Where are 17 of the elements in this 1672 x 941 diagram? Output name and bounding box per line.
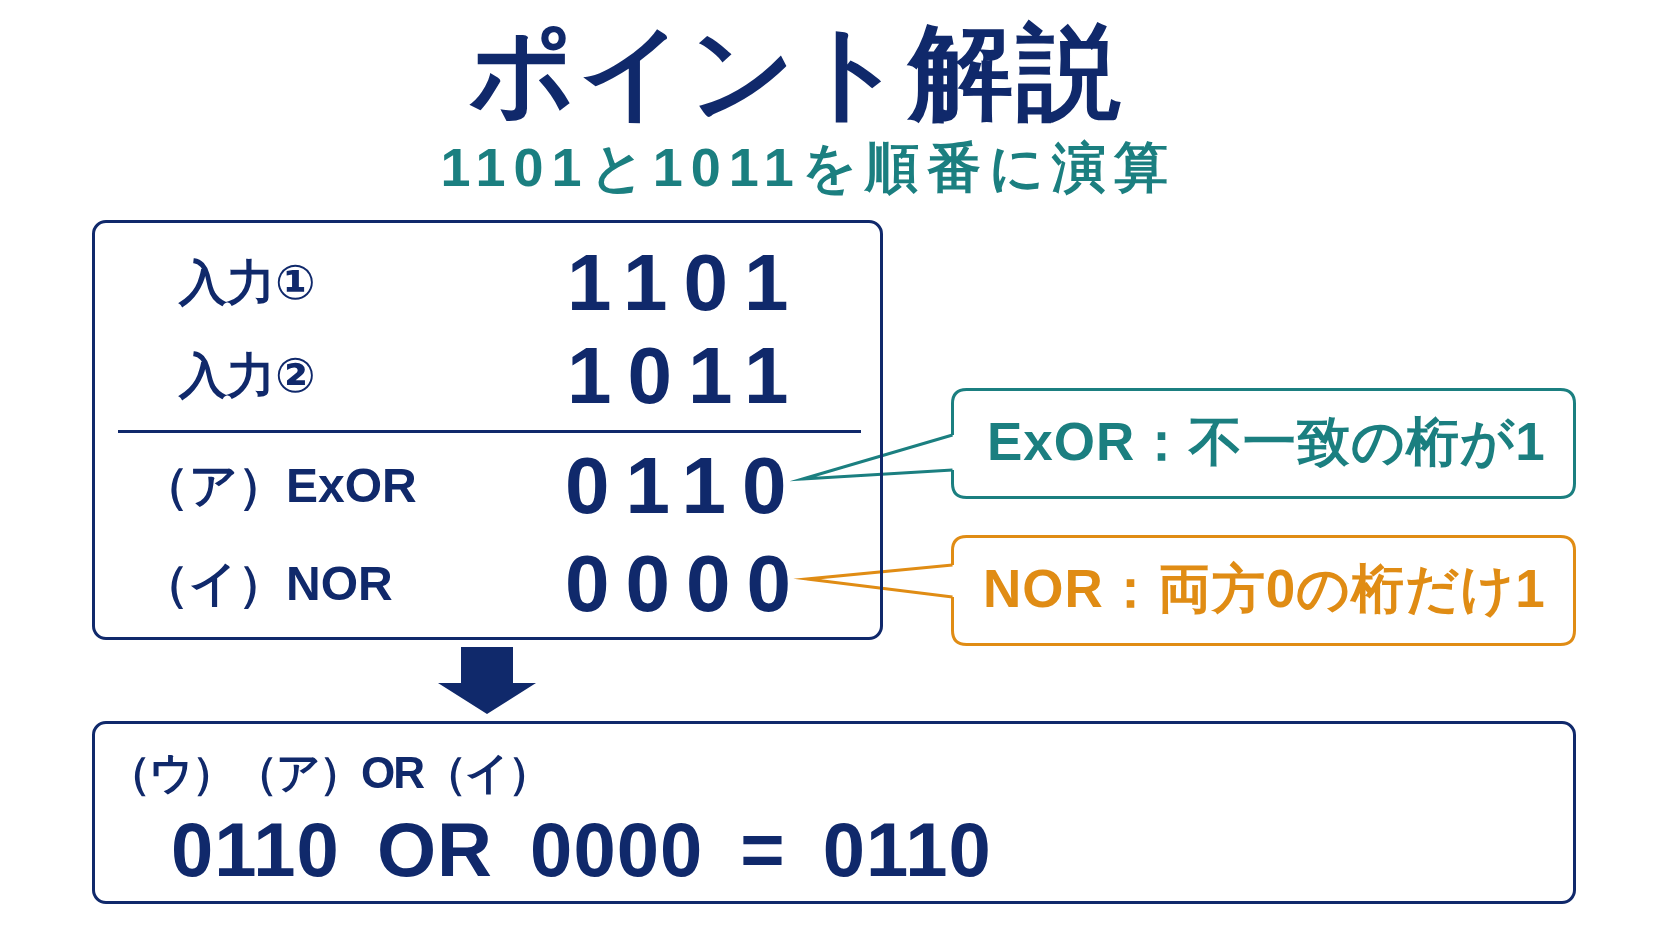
- expression-heading: （ウ）（ア）OR（イ）: [107, 748, 550, 799]
- block-arrow: [438, 647, 536, 714]
- row-label: 入力②: [179, 348, 316, 404]
- panel-box: [92, 220, 883, 640]
- row-label: （イ）NOR: [141, 556, 393, 612]
- result-box: [92, 721, 1576, 904]
- subtitle: 1101と1011を順番に演算: [440, 136, 1176, 199]
- binary-value: 1101: [567, 237, 805, 329]
- title: ポイント解説: [469, 14, 1125, 131]
- row-label: （ア）ExOR: [141, 458, 417, 514]
- binary-value: 0110: [565, 440, 803, 532]
- row-label: 入力①: [179, 255, 316, 311]
- binary-value: 1011: [567, 330, 805, 422]
- equation: 0110 OR 0000 = 0110: [171, 806, 992, 894]
- callout-box: ExOR：不一致の桁が1: [951, 388, 1576, 499]
- binary-value: 0000: [565, 538, 807, 630]
- callout-box: NOR：両方0の桁だけ1: [951, 535, 1576, 646]
